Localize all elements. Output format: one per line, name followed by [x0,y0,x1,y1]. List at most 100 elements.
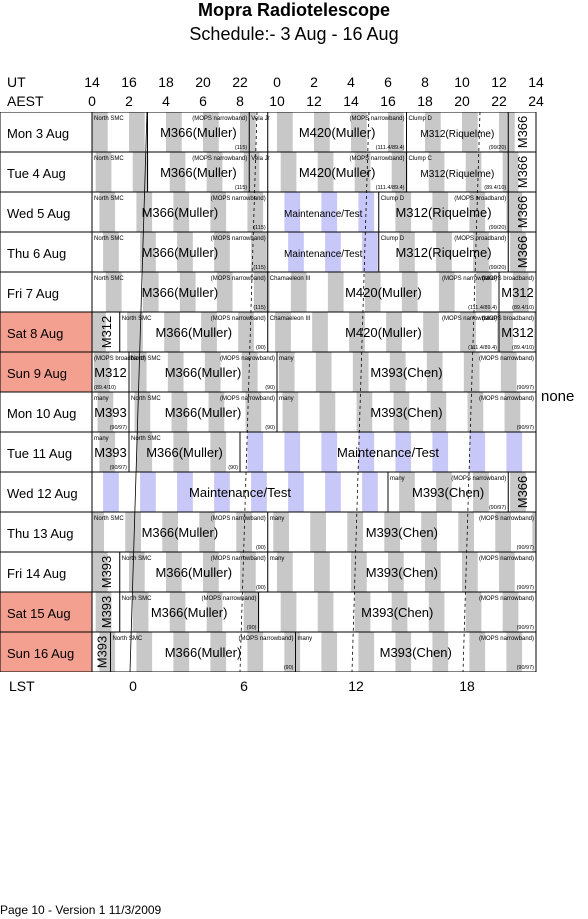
block-backend: (MOPS narrowband) [479,596,534,602]
block-frequency: (90/97) [517,665,535,671]
block-source: Clump C [409,156,433,162]
sidereal-band [177,232,193,272]
sidereal-band [125,512,142,552]
block-project: M312 [501,325,534,340]
block-project: M393(Chen) [380,645,452,660]
sidereal-band [284,632,301,672]
block-frequency: (89.4/10) [484,185,506,191]
sidereal-band [288,472,304,512]
block-project: M312 [501,285,534,300]
block-frequency: (111.4/89.4) [468,345,497,351]
sidereal-band [179,272,196,312]
sidereal-band [465,592,482,632]
sidereal-band [510,472,526,512]
block-source: North SMC [122,316,152,322]
sidereal-band [349,312,365,352]
block-frequency: (90) [228,465,238,471]
block-backend: (MOPS narrowband) [201,596,256,602]
sidereal-band [506,632,523,672]
sidereal-band [171,392,188,432]
block-project: Maintenance/Test [337,445,439,460]
block-frequency: (115) [235,145,248,151]
block-source: North SMC [94,116,124,122]
block-project: Maintenance/Test [189,485,291,500]
sidereal-band [199,512,216,552]
ut-tick: 2 [310,74,318,90]
block-project: M312(Riquelme) [395,205,491,220]
day-label: Mon 10 Aug [7,406,76,421]
sidereal-band [473,232,489,272]
sidereal-band [317,592,334,632]
sidereal-band [388,112,404,152]
block-source: many [270,516,285,522]
sidereal-band [462,552,478,592]
day-label: Mon 3 Aug [7,126,69,141]
sidereal-band [166,112,182,152]
sidereal-band [421,512,438,552]
sidereal-band [401,272,418,312]
block-project: M366(Muller) [142,245,219,260]
sidereal-band [354,152,371,192]
block-backend: (MOPS narrowband) [211,276,266,282]
page-subtitle: Schedule:- 3 Aug - 16 Aug [189,24,399,44]
block-project: M366(Muller) [160,125,237,140]
sidereal-band [167,352,184,392]
sidereal-band [391,152,408,192]
block-project: M366(Muller) [142,285,219,300]
sidereal-band [436,472,452,512]
sidereal-band [399,472,415,512]
day-label: Sat 15 Aug [7,606,71,621]
block-project: M366(Muller) [165,365,242,380]
block-frequency: (89.4/10) [512,305,534,311]
sidereal-band [173,432,190,472]
block-source: (MOPS broadband) [94,356,146,362]
block-project: M366(Muller) [146,445,223,460]
sidereal-band [425,552,441,592]
block-frequency: (111.4/89.4) [376,145,405,151]
sidereal-band [280,152,297,192]
block-project: M393 [94,636,109,669]
block-project: M393(Chen) [412,485,484,500]
sidereal-band [253,272,270,312]
sidereal-band [177,472,193,512]
sidereal-band [173,632,190,672]
day-label: Sun 16 Aug [7,646,74,661]
day-label: Fri 14 Aug [7,566,66,581]
sidereal-band [142,272,159,312]
block-source: many [270,556,285,562]
block-source: North SMC [94,236,124,242]
block-frequency: (90) [256,345,266,351]
sidereal-band [389,352,406,392]
block-backend: (MOPS narrowband) [220,356,275,362]
block-backend: (MOPS narrowband) [479,396,534,402]
sidereal-band [214,232,230,272]
sidereal-band [92,312,106,352]
sidereal-band [132,592,149,632]
sidereal-band [99,432,116,472]
sidereal-band [214,472,230,512]
weekend-cell [0,312,92,352]
aest-tick: 10 [269,93,285,109]
sidereal-band [532,512,536,552]
block-frequency: (89.4/10) [94,385,116,391]
sidereal-band [241,352,258,392]
block-project: M393(Chen) [361,605,433,620]
aest-tick: 4 [162,93,170,109]
sidereal-band [173,192,190,232]
sidereal-band [240,112,256,152]
block-project: M366(Muller) [160,165,237,180]
block-backend: (MOPS narrowband) [211,516,266,522]
block-project: M393(Chen) [370,365,442,380]
sidereal-band [321,432,338,472]
sidereal-band [354,592,371,632]
block-project: M420(Muller) [299,165,376,180]
sidereal-band [277,112,293,152]
ut-tick: 12 [491,74,507,90]
day-label: Fri 7 Aug [7,286,59,301]
weekend-cell [0,352,92,392]
block-backend: (MOPS narrowband) [479,636,534,642]
sidereal-band [201,312,217,352]
sidereal-band [362,232,378,272]
sidereal-band [358,632,375,672]
block-frequency: (115) [253,265,266,271]
